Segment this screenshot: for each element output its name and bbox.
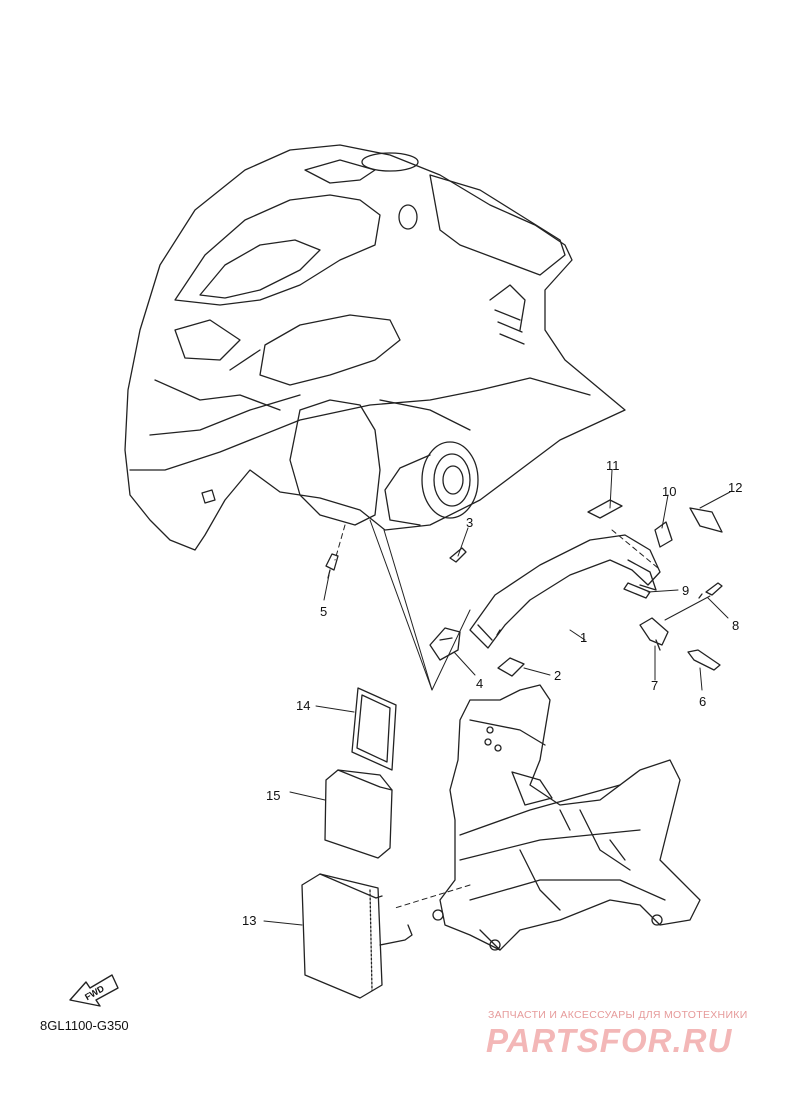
callout-15: 15 bbox=[266, 788, 280, 803]
part-5-pin bbox=[325, 553, 339, 579]
watermark-logo: PARTSFOR.RU bbox=[486, 1022, 733, 1059]
watermark-tagline: ЗАПЧАСТИ И АКСЕССУАРЫ ДЛЯ МОТОТЕХНИКИ bbox=[488, 1009, 748, 1021]
callout-13: 13 bbox=[242, 913, 256, 928]
part-11-sticker bbox=[587, 499, 623, 519]
callout-8: 8 bbox=[732, 618, 739, 633]
part-6-strip bbox=[687, 649, 721, 671]
part-8-pin bbox=[698, 582, 723, 599]
callout-1: 1 bbox=[580, 630, 587, 645]
filler-cap bbox=[384, 441, 479, 526]
callout-4: 4 bbox=[476, 676, 483, 691]
part-7-clamp bbox=[639, 617, 669, 651]
part-1-bracket bbox=[469, 534, 661, 649]
part-14-document bbox=[351, 687, 397, 771]
front-cowl bbox=[124, 144, 626, 551]
fwd-label: FWD bbox=[83, 983, 106, 1002]
part-3-pin bbox=[449, 547, 467, 563]
fwd-arrow-icon bbox=[69, 974, 119, 1007]
diagram-code: 8GL1100-G350 bbox=[40, 1018, 129, 1033]
callout-10: 10 bbox=[662, 484, 676, 499]
part-13-case bbox=[301, 873, 413, 999]
callout-7: 7 bbox=[651, 678, 658, 693]
callout-14: 14 bbox=[296, 698, 310, 713]
callout-6: 6 bbox=[699, 694, 706, 709]
callout-9: 9 bbox=[682, 583, 689, 598]
callout-5: 5 bbox=[320, 604, 327, 619]
callout-3: 3 bbox=[466, 515, 473, 530]
frame bbox=[432, 684, 701, 951]
callout-2: 2 bbox=[554, 668, 561, 683]
part-12-pad bbox=[689, 507, 723, 533]
part-2-plate bbox=[497, 657, 525, 677]
part-9-bar bbox=[623, 582, 651, 599]
part-10-pad bbox=[654, 521, 673, 548]
part-4-bracket bbox=[429, 627, 461, 661]
callout-12: 12 bbox=[728, 480, 742, 495]
part-15-bag bbox=[324, 769, 393, 859]
callout-11: 11 bbox=[606, 458, 620, 473]
